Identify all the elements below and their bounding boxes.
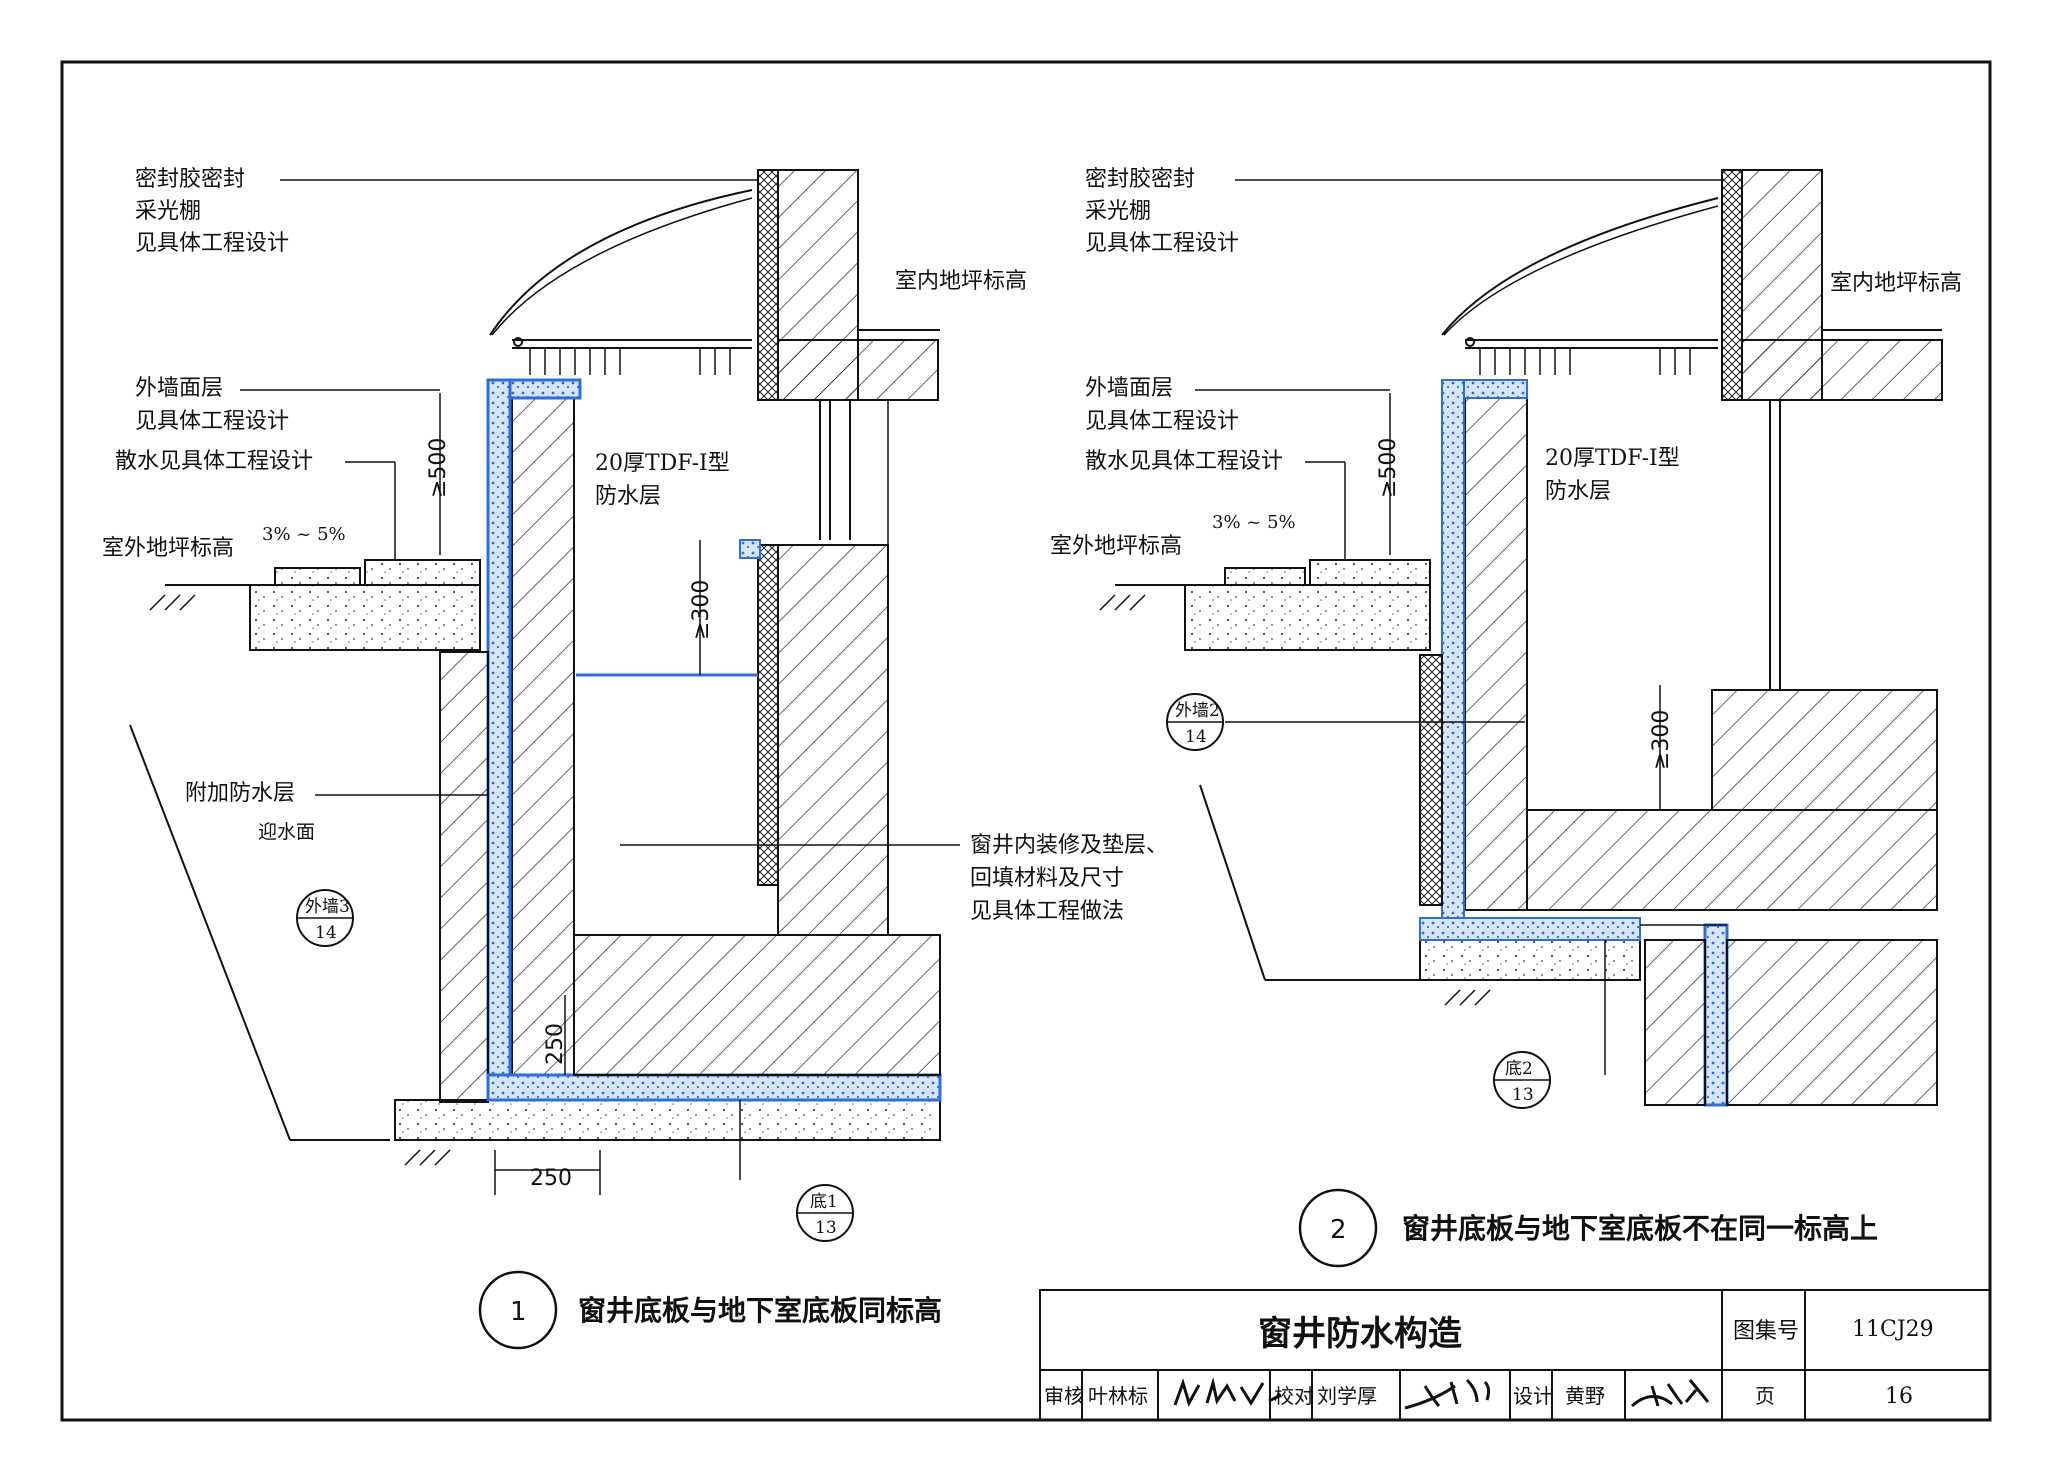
ref-wall2-top: 外墙2 xyxy=(1175,701,1220,721)
apron-2 xyxy=(1184,584,1431,651)
dim-500-2: ≥500 xyxy=(1376,438,1401,498)
ref-floor2-bottom: 13 xyxy=(1512,1085,1534,1105)
label-skylight-ref-2: 见具体工程设计 xyxy=(1085,231,1239,256)
label-skylight-1: 采光棚 xyxy=(135,199,201,224)
caption-2: 窗井底板与地下室底板不在同一标高上 xyxy=(1402,1212,1878,1245)
ref-wall3-bottom: 14 xyxy=(315,923,337,943)
detail-1 xyxy=(129,169,960,1242)
skylight-arc-1 xyxy=(489,189,753,336)
check-label: 校对 xyxy=(1274,1384,1314,1408)
reviewer: 叶林标 xyxy=(1088,1384,1148,1408)
label-sealant-2: 密封胶密封 xyxy=(1085,167,1195,192)
dim-250v: 250 xyxy=(543,1023,568,1065)
caption-num-2: 2 xyxy=(1330,1215,1347,1245)
upper-wall-1 xyxy=(757,169,779,401)
label-facade-ref-2: 见具体工程设计 xyxy=(1085,409,1239,434)
label-outdoor-level-1: 室外地坪标高 xyxy=(102,536,234,561)
review-label: 审核 xyxy=(1044,1384,1084,1408)
label-membrane-2a: 20厚TDF-Ⅰ型 xyxy=(1545,446,1680,471)
label-membrane-1b: 防水层 xyxy=(595,484,661,509)
atlas-no: 11CJ29 xyxy=(1852,1317,1934,1342)
dim-250h: 250 xyxy=(530,1166,572,1191)
label-slope-1: 3% ~ 5% xyxy=(262,524,346,545)
skylight-arc-2 xyxy=(1441,197,1719,336)
label-skylight-ref-1: 见具体工程设计 xyxy=(135,231,289,256)
page-no: 16 xyxy=(1885,1384,1913,1409)
well-wall-2 xyxy=(1464,389,1528,911)
railing-posts-2 xyxy=(1479,348,1691,375)
label-finish-3: 见具体工程做法 xyxy=(970,899,1124,924)
label-sealant-1: 密封胶密封 xyxy=(135,167,245,192)
label-water-face: 迎水面 xyxy=(258,821,315,843)
membrane-bottom-1 xyxy=(486,1073,942,1102)
label-slope-2: 3% ~ 5% xyxy=(1212,512,1296,533)
label-apron-2: 散水见具体工程设计 xyxy=(1085,449,1283,474)
label-membrane-1a: 20厚TDF-Ⅰ型 xyxy=(595,451,730,476)
label-apron-1: 散水见具体工程设计 xyxy=(115,449,313,474)
title-block xyxy=(1039,1289,1991,1421)
detail-2 xyxy=(1099,169,1943,1109)
bottom-slab-1 xyxy=(394,1099,941,1141)
label-extra-layer: 附加防水层 xyxy=(185,781,295,806)
upper-wall-2 xyxy=(1721,169,1743,401)
dim-300-2: ≥300 xyxy=(1649,710,1674,770)
ref-wall3-top: 外墙3 xyxy=(305,897,350,917)
atlas-label: 图集号 xyxy=(1733,1319,1799,1344)
label-skylight-2: 采光棚 xyxy=(1085,199,1151,224)
label-membrane-2b: 防水层 xyxy=(1545,479,1611,504)
railing-posts-1 xyxy=(529,348,731,375)
label-finish-2: 回填材料及尺寸 xyxy=(970,866,1124,891)
reviewer-signature xyxy=(1173,1377,1282,1407)
sheet-border xyxy=(60,60,1992,1422)
label-indoor-level-2: 室内地坪标高 xyxy=(1830,271,1962,296)
dim-500-1: ≥500 xyxy=(426,438,451,498)
designer: 黄野 xyxy=(1565,1384,1605,1408)
membrane-vertical-2 xyxy=(1441,379,1465,921)
ref-wall2-bottom: 14 xyxy=(1185,727,1207,747)
caption-circle-1 xyxy=(478,1270,558,1350)
checker-signature xyxy=(1404,1378,1491,1410)
membrane-vertical-1 xyxy=(486,378,512,1082)
caption-1: 窗井底板与地下室底板同标高 xyxy=(578,1294,942,1327)
caption-num-1: 1 xyxy=(510,1297,527,1327)
bottom-slab-2 xyxy=(1419,939,1641,981)
well-wall-1 xyxy=(511,389,575,1099)
apron-1 xyxy=(249,584,481,651)
ref-floor2-top: 底2 xyxy=(1505,1059,1533,1079)
page-label: 页 xyxy=(1755,1384,1775,1408)
label-finish-1: 窗井内装修及垫层、 xyxy=(970,833,1168,858)
label-outdoor-level-2: 室外地坪标高 xyxy=(1050,534,1182,559)
designer-signature xyxy=(1630,1379,1710,1408)
caption-circle-2 xyxy=(1298,1188,1378,1268)
label-indoor-level-1: 室内地坪标高 xyxy=(895,269,1027,294)
label-facade-ref-1: 见具体工程设计 xyxy=(135,409,289,434)
dim-300-1: ≥300 xyxy=(689,580,714,640)
ref-floor1-top: 底1 xyxy=(810,1192,838,1212)
label-facade-1: 外墙面层 xyxy=(135,376,223,401)
checker: 刘学厚 xyxy=(1317,1384,1377,1408)
ref-floor1-bottom: 13 xyxy=(815,1218,837,1238)
design-label: 设计 xyxy=(1513,1384,1553,1408)
title: 窗井防水构造 xyxy=(1258,1314,1462,1354)
label-facade-2: 外墙面层 xyxy=(1085,376,1173,401)
